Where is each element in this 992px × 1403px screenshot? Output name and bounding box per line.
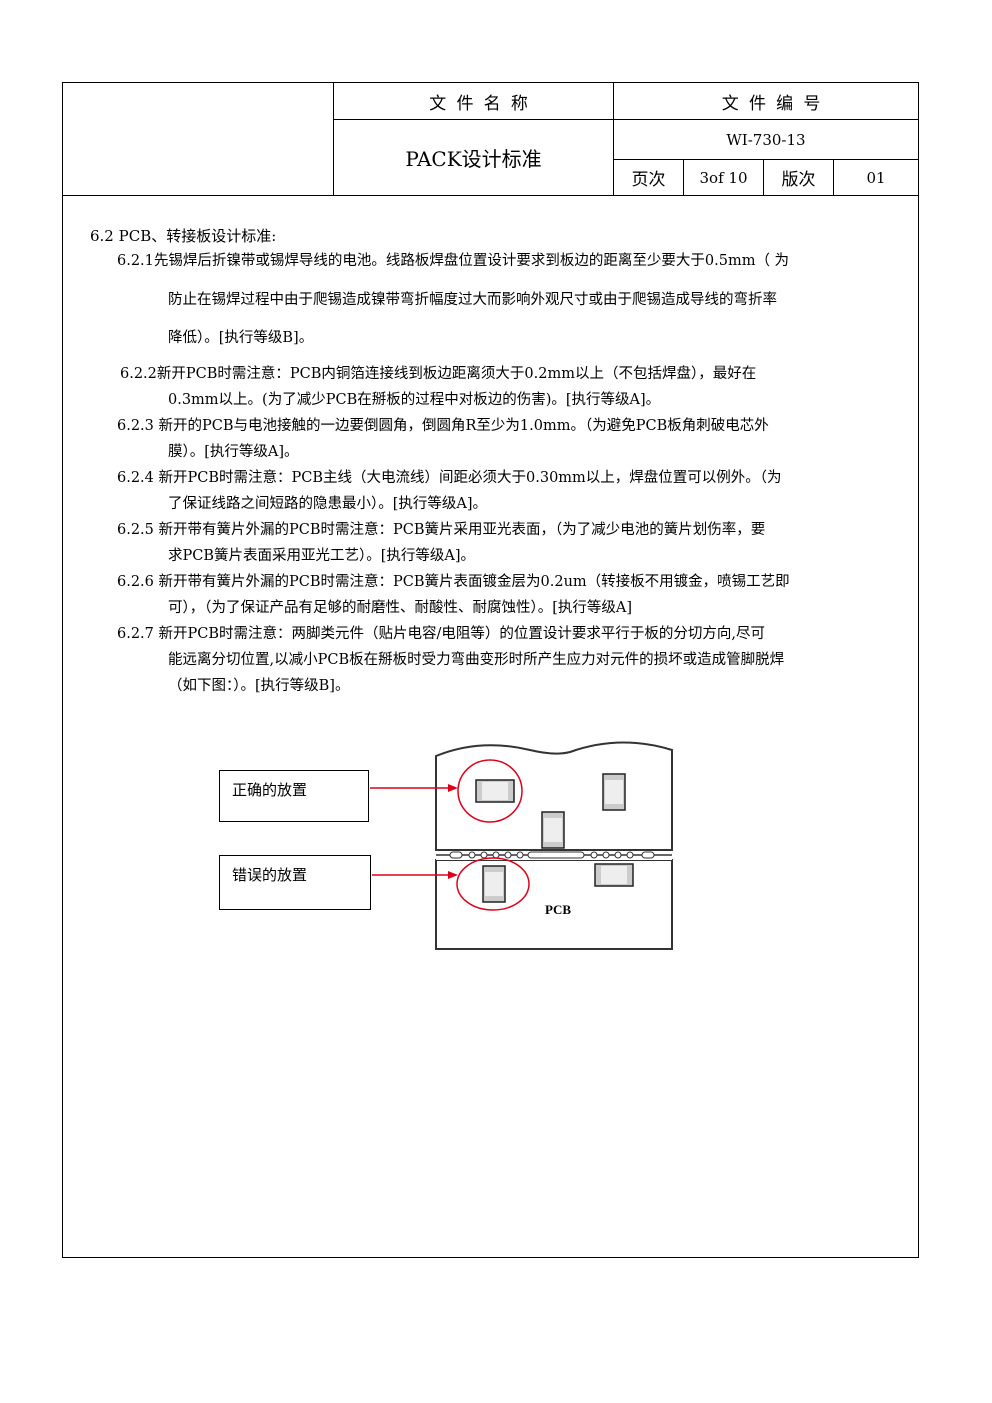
page-label: 页次	[631, 170, 666, 190]
split-hole	[626, 851, 634, 859]
wrong-arrow-head	[448, 871, 458, 879]
pcb-placement-diagram: PCB	[370, 741, 673, 950]
upper-board	[435, 741, 673, 851]
component-horizontal-lower	[594, 863, 634, 887]
version-value: 01	[866, 168, 886, 187]
correct-highlight-circle	[457, 759, 523, 823]
component-wrong	[482, 865, 506, 903]
header-bottom-line	[63, 195, 918, 196]
split-hole	[614, 851, 622, 859]
item-6-2-4-line-1: 6.2.4 新开PCB时需注意：PCB主线（大电流线）间距必须大于0.30mm以…	[117, 470, 782, 486]
wrong-placement-label: 错误的放置	[219, 855, 371, 910]
doc-title: PACK设计标准	[405, 147, 542, 171]
item-6-2-1-line-2: 防止在锡焊过程中由于爬锡造成镍带弯折幅度过大而影响外观尺寸或由于爬锡造成导线的弯…	[168, 292, 777, 308]
header-divider-1	[333, 83, 334, 195]
item-6-2-7-line-2: 能远离分切位置,以减小PCB板在掰板时受力弯曲变形时所产生应力对元件的损坏或造成…	[168, 652, 785, 668]
item-6-2-4-line-2: 了保证线路之间短路的隐患最小）。[执行等级A]。	[168, 496, 488, 512]
item-6-2-3-line-2: 膜）。[执行等级A]。	[168, 444, 299, 460]
item-6-2-2-line-1: 6.2.2新开PCB时需注意：PCB内铜箔连接线到板边距离须大于0.2mm以上（…	[120, 366, 757, 382]
header-divider-3	[683, 159, 684, 195]
split-hole	[516, 851, 524, 859]
correct-placement-label: 正确的放置	[219, 770, 369, 822]
page-value: 3of 10	[699, 168, 748, 187]
item-6-2-5-line-1: 6.2.5 新开带有簧片外漏的PCB时需注意：PCB簧片采用亚光表面，（为了减少…	[117, 522, 766, 538]
item-6-2-6-line-2: 可），（为了保证产品有足够的耐磨性、耐酸性、耐腐蚀性）。[执行等级A]	[168, 600, 633, 616]
item-6-2-7-line-3: （如下图：）。[执行等级B]。	[168, 678, 350, 694]
component-vertical-upper	[602, 773, 626, 811]
split-slot	[527, 851, 585, 859]
header-row-line-2	[613, 159, 918, 160]
split-hole	[504, 851, 512, 859]
item-6-2-6-line-1: 6.2.6 新开带有簧片外漏的PCB时需注意：PCB簧片表面镀金层为0.2um（…	[117, 574, 790, 590]
split-slot	[641, 851, 655, 859]
split-hole	[480, 851, 488, 859]
item-6-2-5-line-2: 求PCB簧片表面采用亚光工艺）。[执行等级A]。	[168, 548, 476, 564]
split-hole	[492, 851, 500, 859]
header-divider-5	[833, 159, 834, 195]
item-6-2-7-line-1: 6.2.7 新开PCB时需注意：两脚类元件（贴片电容/电阻等）的位置设计要求平行…	[117, 626, 766, 642]
correct-arrow-head	[448, 784, 458, 792]
component-correct	[475, 779, 515, 803]
split-slot	[449, 851, 463, 859]
split-hole	[468, 851, 476, 859]
split-hole	[602, 851, 610, 859]
item-6-2-1-line-3: 降低）。[执行等级B]。	[168, 330, 314, 346]
doc-number-label: 文件编号	[721, 93, 831, 114]
document-frame: 文件名称 文件编号 PACK设计标准 WI-730-13 页次 3of 10 版…	[62, 82, 919, 1258]
split-hole	[590, 851, 598, 859]
wrong-highlight-circle	[456, 857, 530, 911]
header-row-line	[333, 119, 918, 120]
doc-name-label: 文件名称	[429, 93, 539, 114]
header-divider-2	[613, 83, 614, 195]
component-vertical-middle	[541, 811, 565, 849]
doc-number: WI-730-13	[726, 130, 806, 149]
item-6-2-1-line-1: 6.2.1先锡焊后折镍带或锡焊导线的电池。线路板焊盘位置设计要求到板边的距离至少…	[117, 253, 790, 269]
header-divider-4	[763, 159, 764, 195]
section-heading: 6.2 PCB、转接板设计标准:	[90, 227, 277, 245]
item-6-2-3-line-1: 6.2.3 新开的PCB与电池接触的一边要倒圆角，倒圆角R至少为1.0mm。（为…	[117, 418, 769, 434]
version-label: 版次	[781, 170, 816, 190]
item-6-2-2-line-2: 0.3mm以上。(为了减少PCB在掰板的过程中对板边的伤害)。[执行等级A]。	[168, 392, 661, 408]
pcb-label: PCB	[545, 902, 571, 917]
